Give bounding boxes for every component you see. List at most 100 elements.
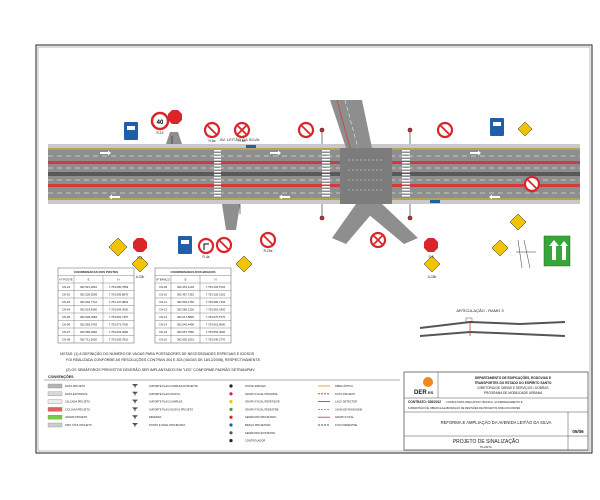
table-cell: 362.618,8190 [80,308,98,312]
sign-warning-bump [235,255,253,273]
legend-item-label: DEFENSA [149,415,162,419]
table-header-cell: N [117,278,119,282]
sign-no-stopping-1 [233,121,251,139]
table-cell: CN-15 [159,330,168,334]
sign-blue-parking-1 [124,122,138,140]
der-logo: DER ES [414,377,434,396]
table-cell: 362.692,2510 [177,338,195,342]
table-cell: 7.753.105,3102 [206,293,226,297]
table-cell: CN-08 [62,338,71,342]
table-cell: CN-16 [159,338,168,342]
svg-text:40: 40 [157,120,164,126]
legend-item-label: FOCO PEDESTRE [335,423,357,427]
sign-stop-bottom [133,238,147,252]
table-cell: 7.753.081,7397 [109,315,129,319]
sign-no-parking-3 [436,121,454,139]
legend-item-label: GRUPO FOCAL REPETIDOR [245,400,280,404]
svg-text:R-19: R-19 [157,131,164,135]
legend-item-label: LAÇO DETECTOR [335,400,357,404]
sheet-number: 05/06 [572,429,584,434]
table-title: COORDENADAS DOS POSTES [74,270,118,274]
svg-text:R-6b: R-6b [239,139,246,143]
table-cell: 7.753.055,7810 [109,338,129,342]
table-header-cell: Nº POSTE [59,278,72,282]
project-title: REFORMA E AMPLIAÇÃO DA AVENIDA LEITÃO DA… [441,420,552,425]
table-cell: 362.528,3599 [80,293,98,297]
org-name: DEPARTAMENTO DE EDIFICAÇÕES, RODOVIAS E … [474,375,552,395]
sign-regulatory-speed: 40 [150,111,170,131]
legend-item-label: BRAÇO PROJETADO [245,423,271,427]
legend-item-label: SUPORTE PLACA SIMPLES EXISTENTE [149,384,198,388]
table-cell: 362.667,7560 [177,330,195,334]
contract-desc-1: CONSULTORIA PARA APOIO TÉCNICO, ACOMPANH… [446,399,523,404]
legend-item-label: GRUPO FOCAL PEDESTRE [245,407,279,411]
svg-text:DIRETORIA DE OBRAS E SERVIÇOS: DIRETORIA DE OBRAS E SERVIÇOS / DOBRAS [478,386,549,390]
table-cell: 7.753.070,5770 [206,315,226,319]
table-cell: 7.753.102,5710 [206,285,226,289]
legend-item-label: GRUPO FOCAL [335,415,354,419]
title-block: DER ES DEPARTAMENTO DE EDIFICAÇÕES, RODO… [403,371,589,451]
sign-no-parking-4 [523,175,541,193]
svg-text:ES: ES [428,390,434,395]
svg-text:ARTICULAÇÃO - RAMO 3: ARTICULAÇÃO - RAMO 3 [456,308,504,313]
sign-blue-parking-3 [178,236,192,254]
sign-warning-right [423,255,441,273]
sign-turn-arrow [197,237,215,255]
svg-text:(2) OS SEMÁFOROS PREVISTOS DEV: (2) OS SEMÁFOROS PREVISTOS DEVERÃO SER I… [66,367,255,372]
table-header-cell: E [185,278,187,282]
svg-text:R-6a: R-6a [209,139,216,143]
sign-no-entry-2 [259,231,277,249]
table-cell: 362.680,2960 [80,330,98,334]
table-cell: CN-10 [159,293,168,297]
sign-warning-school [517,121,533,137]
table-cell: 362.638,3584 [80,315,98,319]
ramp-articulation: ARTICULAÇÃO - RAMO 3 [419,308,566,337]
table-header-cell: Nº BRAÇO [156,278,171,282]
legend-item-label: FAIXA EXISTENTE [65,392,88,396]
accessible-parking-mark-2 [430,200,440,203]
sign-no-entry-1 [215,236,233,254]
svg-text:R-25a: R-25a [264,249,273,253]
sign-code-labels: R-19 R-6a R-6b R-1 A-32b A-33b R-4a R-25… [136,131,437,279]
table-cell: 7.753.094,3050 [109,308,129,312]
drawing-inner-frame [37,46,591,452]
table-cell: CN-14 [159,323,168,327]
table-title: COORDENADAS DOS BRAÇOS [170,270,215,274]
table-cell: 362.655,0793 [80,323,98,327]
table-header-cell: N [214,278,216,282]
table-cell: 7.753.063,9080 [109,330,129,334]
legend-item-label: CAIXA DE PASSAGEM [335,407,362,411]
road-plan: AV. LEITÃO DA SILVA [48,99,580,244]
bike-lane-north [48,161,580,164]
sign-no-stopping-2 [369,231,387,249]
sign-no-parking-2 [297,121,315,139]
table-cell: 7.753.095,8870 [109,293,129,297]
bike-lane-south [48,184,580,187]
table-cell: CN-11 [159,300,167,304]
street-label: AV. LEITÃO DA SILVA [220,137,260,142]
sign-warning-right-2 [491,239,509,257]
legend-item-label: POSTE SIMPLES [245,384,266,388]
table-cell: 362.549,1760 [177,300,195,304]
crosswalk-left [214,150,221,198]
svg-text:DER: DER [414,390,427,396]
intersection-guidelines [348,159,384,191]
legend-item-label: FIBRA ÓPTICA [335,383,353,388]
side-street-south-left [222,204,240,230]
table-cell: CN-05 [62,315,71,319]
legend-item-label: PISO TÁTIL PROJETO [65,423,92,427]
lane-arrows [100,150,500,200]
table-cell: 362.617,5840 [177,315,195,319]
legend-item-label: SEMÁFORO EXISTENTE [245,431,275,435]
legend-item-label: CICLOVIA PROJETO [65,407,90,411]
cross-street-north-marking [344,99,359,149]
table-cell: CN-13 [159,315,168,319]
crosswalk-west [322,150,330,198]
table-cell: CN-03 [62,300,71,304]
legend-item-label: PONTO E SINAL PROJETADO [149,423,185,427]
contract-number: CONTRATO: 028/2012 [408,400,441,404]
